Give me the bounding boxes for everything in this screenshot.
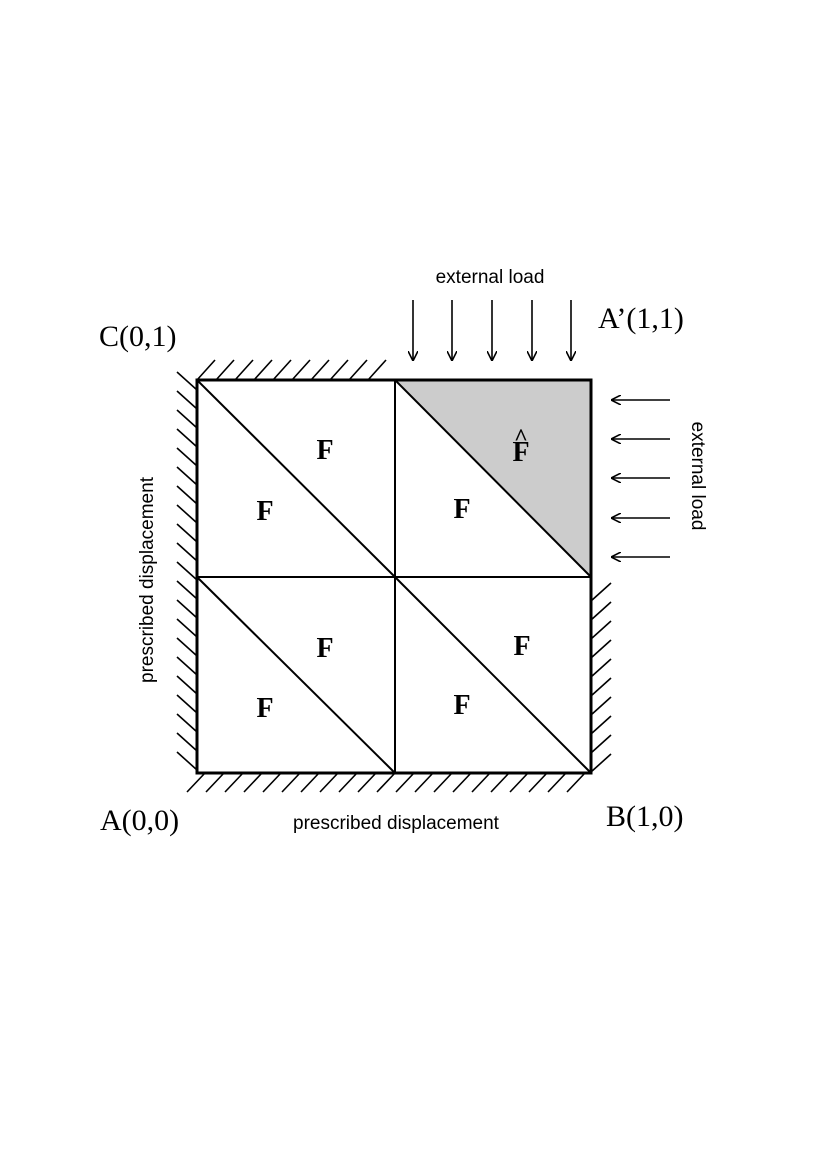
hatch-stroke: [176, 580, 198, 600]
hatch-stroke: [281, 772, 301, 793]
hatch-stroke: [590, 696, 612, 716]
special-element-label: F: [512, 437, 529, 468]
hatch-stroke: [590, 715, 612, 735]
hatch-stroke: [224, 772, 244, 793]
corner-label-b: B(1,0): [606, 800, 684, 833]
hatch-stroke: [590, 658, 612, 678]
hatch-stroke: [329, 359, 349, 381]
hatch-stroke: [176, 561, 198, 581]
hatch-stroke: [367, 359, 387, 381]
hatch-stroke: [348, 359, 368, 381]
hatch-stroke: [176, 542, 198, 562]
hatch-stroke: [186, 772, 206, 793]
hatch-stroke: [528, 772, 548, 793]
corner-label-a: A(0,0): [100, 804, 179, 837]
hatch-stroke: [590, 582, 612, 602]
hatch-stroke: [509, 772, 529, 793]
hatch-stroke: [176, 751, 198, 771]
hatch-stroke: [176, 637, 198, 657]
hatch-stroke: [590, 601, 612, 621]
top-load-arrows: [413, 300, 571, 360]
hatch-stroke: [176, 599, 198, 619]
special-element-hat-accent: ^: [514, 425, 528, 451]
hatch-stroke: [566, 772, 586, 793]
hatch-stroke: [291, 359, 311, 381]
hatch-stroke: [215, 359, 235, 381]
element-label-br-lower: F: [453, 690, 470, 721]
right-external-load-label: external load: [687, 422, 708, 531]
hatch-stroke: [176, 409, 198, 429]
hatch-stroke: [433, 772, 453, 793]
bottom-wall-hatching: [186, 772, 586, 793]
hatch-stroke: [590, 734, 612, 754]
corner-label-a-prime: A’(1,1): [598, 302, 684, 335]
hatch-stroke: [395, 772, 415, 793]
hatch-stroke: [590, 620, 612, 640]
hatch-stroke: [272, 359, 292, 381]
hatch-stroke: [262, 772, 282, 793]
hatch-stroke: [234, 359, 254, 381]
diagonal-bottom-left-cell: [196, 576, 396, 774]
hatch-stroke: [176, 694, 198, 714]
hatch-stroke: [243, 772, 263, 793]
hatch-stroke: [547, 772, 567, 793]
element-label-tr-lower: F: [453, 494, 470, 525]
hatch-stroke: [490, 772, 510, 793]
hatch-stroke: [176, 732, 198, 752]
hatch-stroke: [176, 466, 198, 486]
hatch-stroke: [176, 390, 198, 410]
hatch-stroke: [176, 428, 198, 448]
right-load-arrows: [612, 400, 670, 557]
hatch-stroke: [176, 618, 198, 638]
hatch-stroke: [414, 772, 434, 793]
hatch-stroke: [176, 656, 198, 676]
element-label-bl-upper: F: [316, 633, 333, 664]
corner-label-c: C(0,1): [99, 320, 177, 353]
diagonal-top-left-cell: [196, 379, 396, 578]
hatch-stroke: [205, 772, 225, 793]
left-wall-hatching: [176, 371, 198, 771]
element-label-br-upper: F: [513, 631, 530, 662]
hatch-stroke: [176, 504, 198, 524]
top-left-hatching: [196, 359, 387, 381]
diagonal-top-right-cell: [394, 379, 592, 578]
hatch-stroke: [471, 772, 491, 793]
hatch-stroke: [590, 639, 612, 659]
hatch-stroke: [176, 523, 198, 543]
hatch-stroke: [176, 713, 198, 733]
element-label-bl-lower: F: [256, 693, 273, 724]
hatch-stroke: [319, 772, 339, 793]
hatch-stroke: [590, 677, 612, 697]
element-label-tl-upper: F: [316, 435, 333, 466]
top-external-load-label: external load: [436, 267, 545, 288]
hatch-stroke: [310, 359, 330, 381]
left-prescribed-displacement-label: prescribed displacement: [137, 476, 158, 683]
bottom-prescribed-displacement-label: prescribed displacement: [293, 813, 500, 834]
diagonal-bottom-right-cell: [394, 576, 592, 774]
element-label-tl-lower: F: [256, 496, 273, 527]
hatch-stroke: [176, 447, 198, 467]
hatch-stroke: [357, 772, 377, 793]
hatch-stroke: [176, 675, 198, 695]
hatch-stroke: [176, 371, 198, 391]
hatch-stroke: [590, 753, 612, 773]
hatch-stroke: [452, 772, 472, 793]
hatch-stroke: [300, 772, 320, 793]
hatch-stroke: [376, 772, 396, 793]
hatch-stroke: [253, 359, 273, 381]
hatch-stroke: [338, 772, 358, 793]
hatch-stroke: [196, 359, 216, 381]
right-wall-hatching: [590, 582, 612, 773]
hatch-stroke: [176, 485, 198, 505]
